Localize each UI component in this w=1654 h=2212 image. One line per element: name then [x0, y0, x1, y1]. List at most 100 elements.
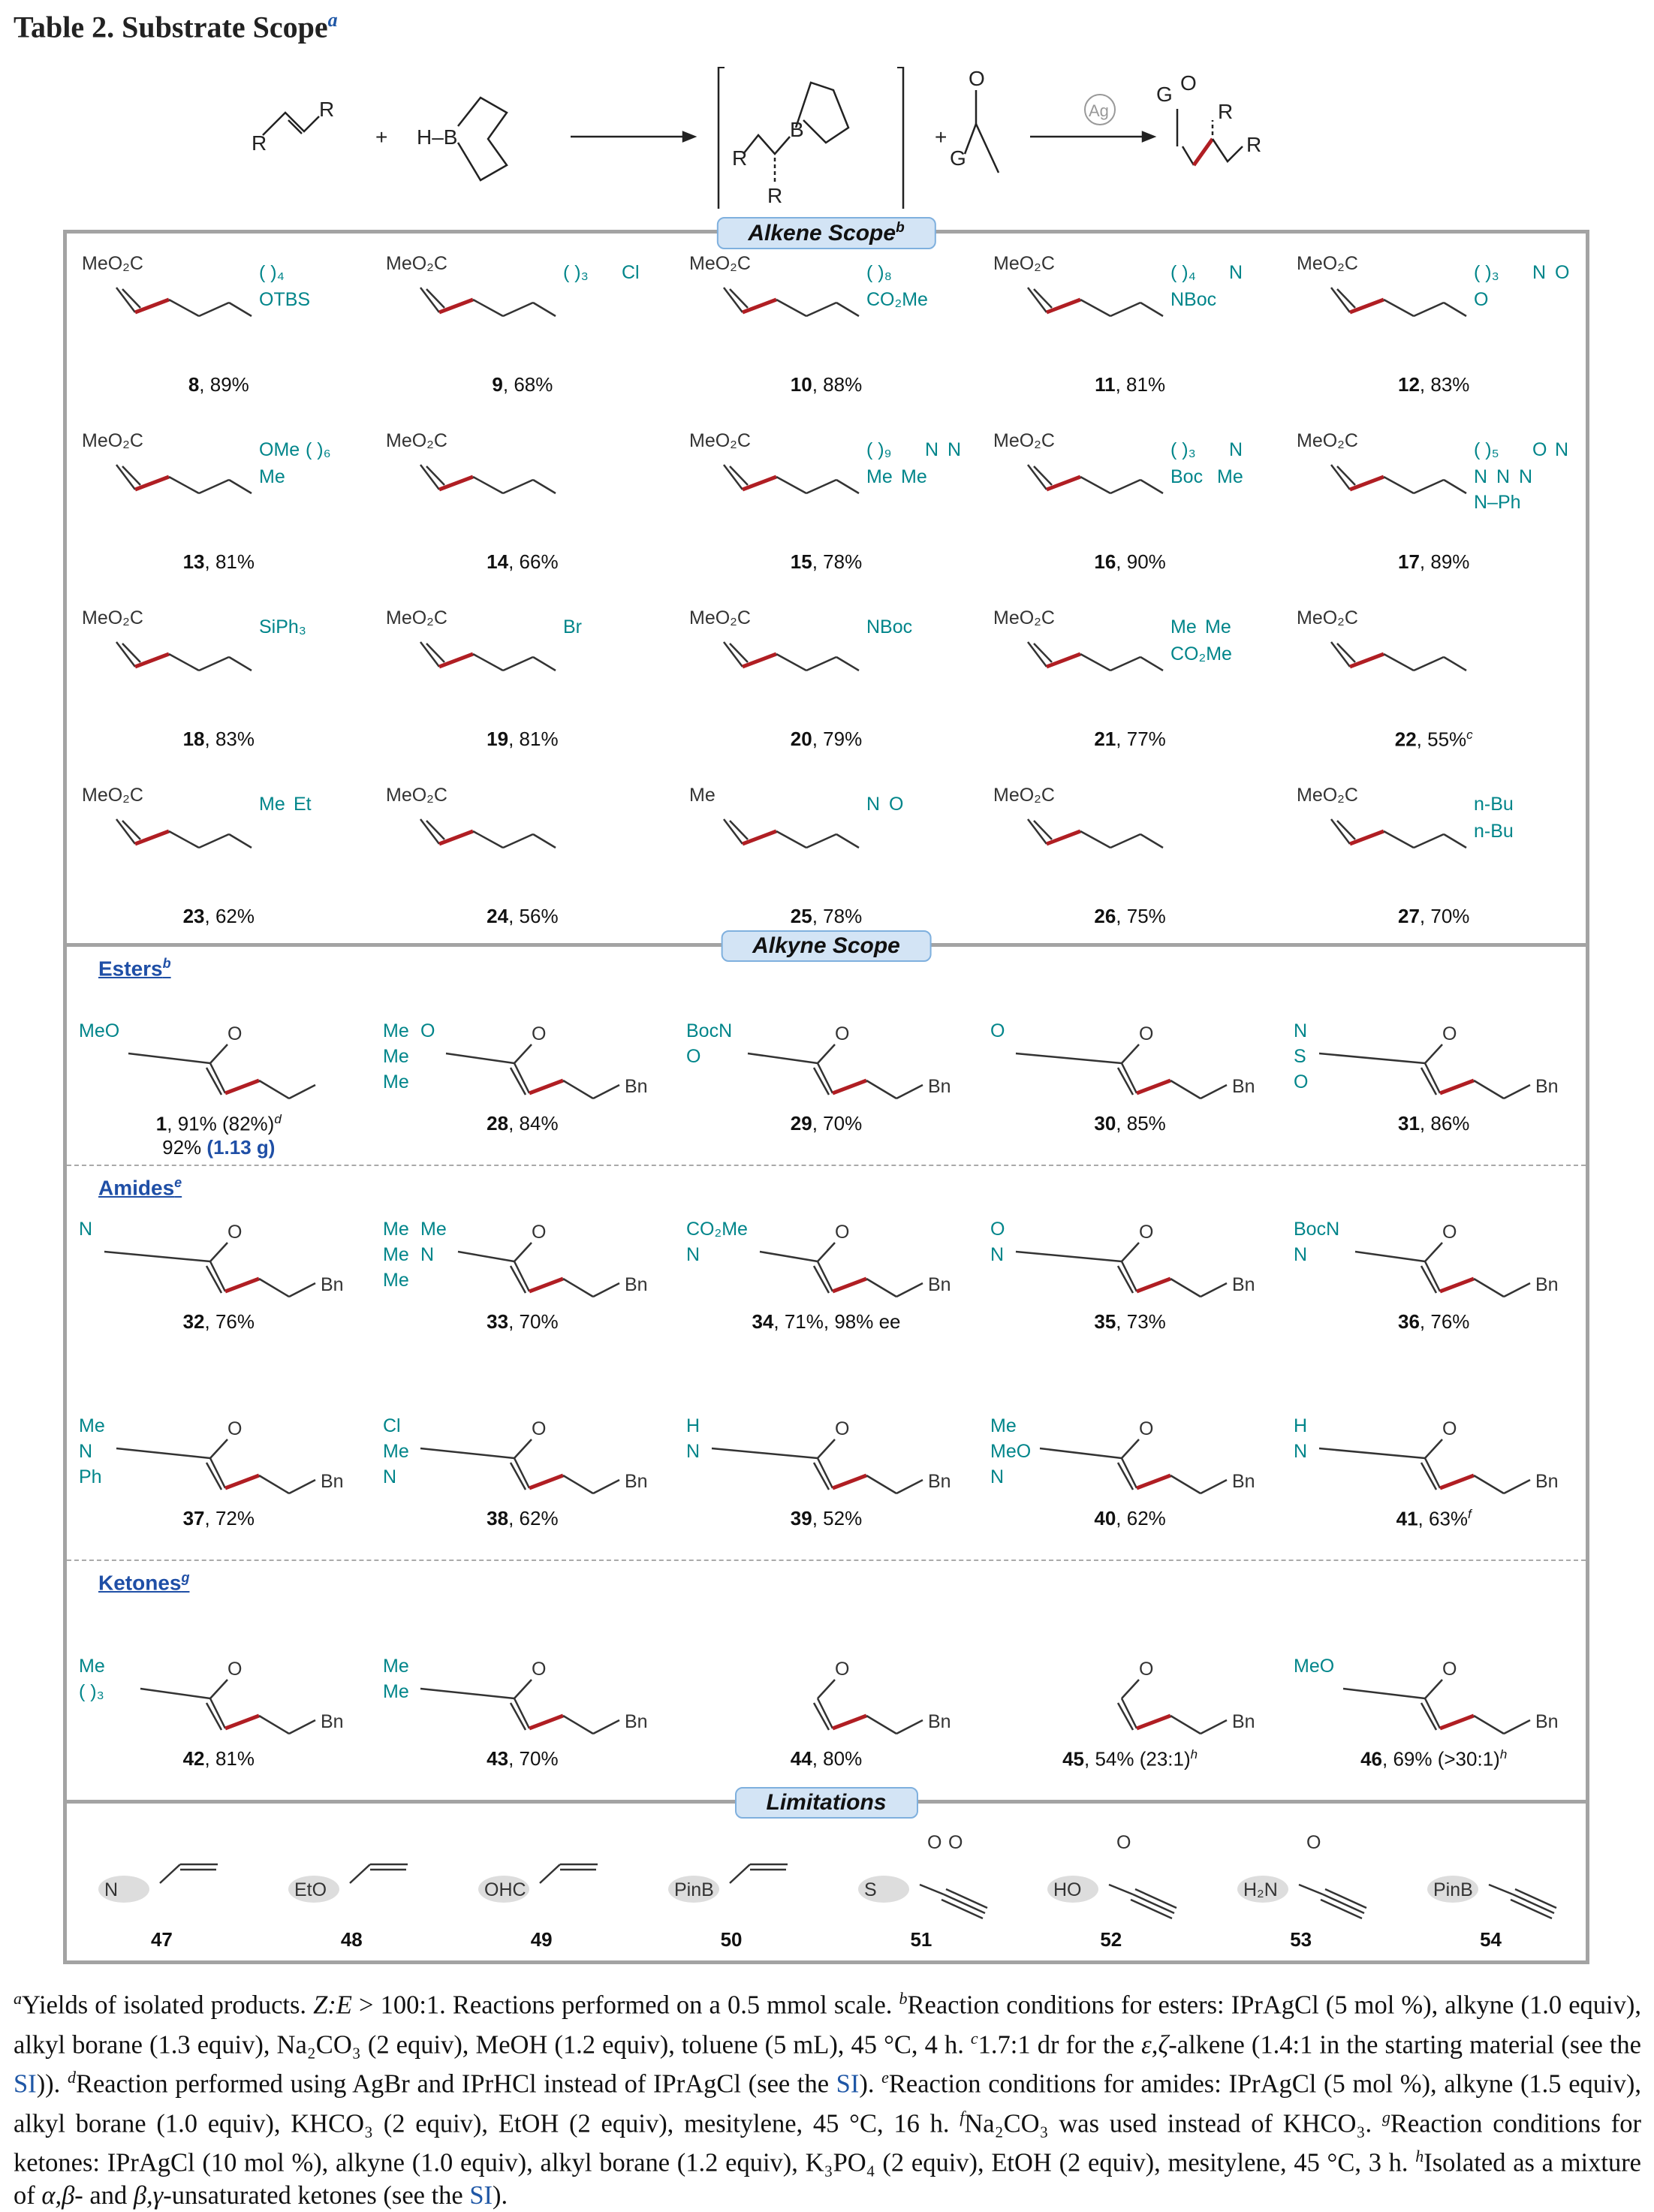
atom-label: Boc [1170, 466, 1203, 487]
compound-caption: 33, 70% [487, 1310, 559, 1333]
compound-yield: 83% [1430, 373, 1470, 396]
esters-heading[interactable]: Estersb [98, 956, 171, 981]
bond [1424, 1439, 1444, 1459]
compound-number: 49 [530, 1928, 553, 1951]
bond [425, 820, 445, 840]
bond [723, 287, 744, 313]
footnote-text: ). [859, 2069, 882, 2099]
atom-label: ( )₃ [1474, 262, 1499, 283]
compound-caption: 36, 76% [1397, 1310, 1470, 1333]
compound-number: 16 [1094, 550, 1116, 573]
compound-caption: 42, 81% [182, 1747, 255, 1770]
footnote-text: Reaction performed using AgBr and IPrHCl… [75, 2069, 836, 2099]
bond [1424, 1242, 1444, 1262]
alkene-scope-label: Alkene Scopeb [716, 217, 936, 249]
compound-number: 48 [340, 1928, 363, 1951]
red-bond [438, 829, 474, 846]
bond [817, 1261, 834, 1292]
bond [1383, 652, 1414, 672]
ketones-link[interactable]: Ketones [98, 1571, 182, 1595]
structure-44: OBn [813, 1659, 951, 1735]
compound-number: 54 [1480, 1928, 1502, 1951]
compound-caption: 53 [1206, 1928, 1396, 1951]
reaction-scheme: R R + H–B R B R + O G Ag G O R R [252, 67, 1261, 209]
compound-yield: 80% [823, 1747, 863, 1770]
bond [1336, 643, 1357, 663]
atom-label: N [990, 1466, 1004, 1487]
esters-link[interactable]: Esters [98, 957, 163, 981]
atom-label: O [835, 1418, 849, 1439]
atom-label: O [990, 1020, 1005, 1041]
bond [116, 1447, 211, 1460]
atom-label: MeO₂C [1297, 253, 1358, 274]
bond [471, 298, 504, 318]
compound-number: 20 [790, 728, 812, 750]
si-link[interactable]: SI [836, 2069, 860, 2099]
compound-number: 53 [1290, 1928, 1312, 1951]
compound-number: 1 [155, 1112, 167, 1135]
compound-caption: 13, 81% [182, 550, 255, 573]
bond [1330, 287, 1351, 313]
footnote-text: Z:E [313, 1990, 352, 2020]
atom-label: ( )₆ [306, 439, 331, 460]
si-link[interactable]: SI [469, 2180, 493, 2210]
compound-yield: 71%, 98% ee [784, 1310, 901, 1333]
bond [723, 818, 744, 845]
compound-caption: 14, 66% [487, 550, 559, 573]
bond [592, 1719, 620, 1735]
atom-label: Bn [1232, 1076, 1255, 1097]
bond [532, 833, 556, 849]
compound-yield: 69% (>30:1) [1393, 1747, 1500, 1771]
structure-54: PinB [1427, 1876, 1557, 1920]
ketones-heading[interactable]: Ketonesg [98, 1570, 189, 1595]
bond [942, 1893, 986, 1915]
bond [1512, 1893, 1555, 1915]
atom-label: Me [383, 1244, 409, 1265]
si-link[interactable]: SI [14, 2069, 37, 2099]
bond [1488, 1883, 1514, 1896]
atom-label: S [1294, 1046, 1306, 1067]
footnote-mark: h [1415, 2147, 1424, 2165]
atom-label: O [227, 1023, 242, 1044]
bond [1026, 818, 1047, 845]
footnote-mark: a [327, 9, 338, 31]
compound-number: 9 [492, 373, 503, 396]
amides-heading[interactable]: Amidese [98, 1175, 182, 1200]
bond [209, 1698, 227, 1729]
bond [1443, 301, 1468, 318]
bond [759, 1250, 818, 1263]
atom-label: N [1229, 439, 1243, 460]
bond [502, 478, 534, 495]
bond [198, 301, 230, 318]
compound-yield: 77% [1126, 728, 1166, 750]
bond [1120, 1457, 1137, 1489]
bond [513, 1439, 532, 1459]
highlight [478, 1876, 529, 1903]
bond [258, 1714, 290, 1735]
bond [1170, 1277, 1201, 1298]
bond [1116, 1702, 1134, 1731]
atom-label: O [227, 1418, 242, 1439]
bond [513, 1044, 532, 1064]
red-bond [1135, 1713, 1171, 1731]
highlight [857, 1876, 909, 1903]
atom-label: n-Bu [1474, 794, 1514, 815]
amides-link[interactable]: Amides [98, 1176, 175, 1200]
structure-47: N [98, 1863, 218, 1903]
compound-number: 11 [1095, 373, 1116, 396]
atom-label: Et [294, 794, 312, 815]
atom-label: Me [1217, 466, 1243, 487]
compound-number: 14 [487, 550, 509, 573]
bond [122, 820, 141, 840]
red-bond [528, 1276, 564, 1294]
bond [1319, 1052, 1426, 1065]
footnote-text: ε,ζ [1141, 2030, 1169, 2059]
compound-caption: 16, 90% [1094, 550, 1166, 573]
